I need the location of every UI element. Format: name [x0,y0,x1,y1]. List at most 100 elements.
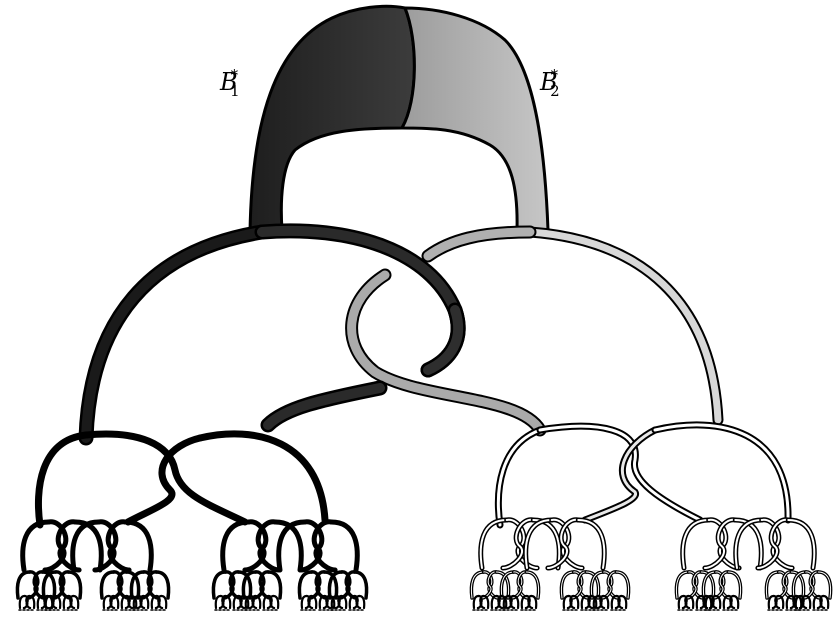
subtree-strand [124,594,133,610]
subtree-strand [140,570,159,600]
subtree-strand-fill [615,571,630,599]
subtree-strand [304,594,313,610]
subtree-strand [789,594,798,610]
subtree-strand [272,594,280,610]
subtree-strand [681,594,690,610]
subtree-strand [92,519,128,573]
subtree-strand-fill [500,571,515,599]
subtree-strand [220,519,252,573]
subtree-strand [777,594,785,610]
subtree-strand [328,594,336,610]
subtree-strand-fill [790,571,805,599]
subtree-strand [48,594,57,610]
subtree-strand [154,570,171,600]
subtree-strand [129,570,146,600]
subtree-strand [559,570,576,600]
subtree-strand-fill [495,571,510,599]
subtree-strand [242,519,278,573]
subtree-strand [680,517,712,571]
subtree-strand-fill [585,571,600,599]
subtree-strand [72,594,80,610]
subtree-strand [785,517,817,571]
subtree-strand [614,594,623,610]
subtree-strand [310,594,318,610]
right-branch-label: B*2 [540,66,560,100]
subtree-strand [211,570,228,600]
subtree-strand-fill [765,571,780,599]
subtree-strand [218,594,227,610]
subtree-strand [674,570,691,600]
subtree-strand [530,517,562,571]
left-subtree-level2 [34,430,329,529]
subtree-strand [732,594,740,610]
subtree-strand [248,594,257,610]
subtree-strand [575,517,607,571]
right-branch-level1 [345,225,724,437]
subtree-strand [20,519,52,573]
subtree-strand [136,594,145,610]
subtree-strand [500,594,508,610]
subtree-strand [214,594,222,610]
subtree-strand [764,570,781,600]
subtree-strand [102,594,110,610]
subtree-strand [242,594,250,610]
subtree-strand [482,594,490,610]
subtree-strand [122,519,154,573]
right-label-symbol: B [540,68,558,96]
subtree-strand [266,594,275,610]
subtree-strand [272,519,304,573]
cap-right-half [399,6,550,232]
subtree-strand [322,570,339,600]
subtree-strand-fill [532,519,561,569]
subtree-strand [512,594,520,610]
subtree-strand [327,570,344,600]
subtree-strand [620,594,628,610]
right-subtree-level2 [494,421,792,529]
subtree-strand [236,594,245,610]
subtree-strand [340,594,348,610]
subtree-strand [476,594,485,610]
small-subtrees [15,517,833,611]
subtree-strand [130,594,138,610]
subtree-strand [472,594,480,610]
subtree-strand-fill [479,519,508,569]
left-label-symbol: B [220,68,238,96]
subtree-strand-fill [681,519,710,569]
subtree-strand [798,594,807,610]
subtree-strand [804,594,812,610]
subtree-strand [732,517,764,571]
subtree-strand [142,594,150,610]
subtree-strand [70,519,102,573]
subtree-strand-fill [577,519,606,569]
subtree-strand [566,594,575,610]
dark-twist-front [260,302,466,433]
subtree-strand [254,594,262,610]
subtree-strand [733,517,765,571]
subtree-strand [699,594,708,610]
subtree-strand-fill [734,519,763,569]
left-label-superscript: * [230,66,239,84]
subtree-strand-fill [590,571,605,599]
subtree-strand [112,594,120,610]
subtree-strand [494,594,503,610]
subtree-strand [124,570,141,600]
subtree-strand-fill [525,571,540,599]
subtree-strand [714,594,722,610]
subtree-strand [771,594,780,610]
subtree-strand [334,594,343,610]
subtree-strand [298,519,334,573]
subtree-strand [596,594,605,610]
subtree-strand-fill [787,519,816,569]
subtree-strand [322,594,331,610]
subtree-strand [99,570,116,600]
subtree-strand [252,570,271,600]
subtree-strand [40,570,57,600]
subtree-strand [28,594,36,610]
subtree-strand [677,594,685,610]
left-label-subscript: 1 [230,82,240,100]
right-label-superscript: * [550,66,559,84]
subtree-strand [614,570,631,600]
subtree-strand [15,570,32,600]
subtree-strand [524,570,541,600]
